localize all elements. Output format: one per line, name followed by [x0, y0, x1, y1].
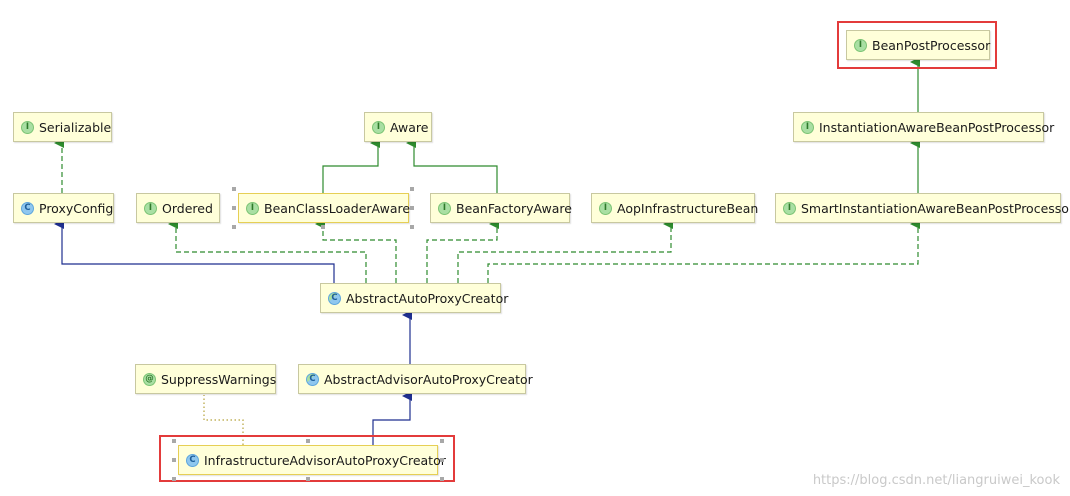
- node-label: Aware: [390, 119, 429, 135]
- node-label: AbstractAdvisorAutoProxyCreator: [324, 371, 533, 387]
- node-bean-post-processor[interactable]: I BeanPostProcessor: [846, 30, 990, 60]
- node-label: ProxyConfig: [39, 200, 114, 216]
- highlight-box-beanpostprocessor: [837, 21, 997, 69]
- node-abstract-advisor-auto-proxy-creator[interactable]: C AbstractAdvisorAutoProxyCreator: [298, 364, 533, 394]
- node-label: SuppressWarnings: [161, 371, 277, 387]
- node-proxy-config[interactable]: C ProxyConfig: [13, 193, 114, 223]
- class-icon: C: [21, 201, 34, 215]
- selection-handle[interactable]: [440, 458, 444, 462]
- node-label: SmartInstantiationAwareBeanPostProcessor: [801, 200, 1070, 216]
- interface-icon: I: [21, 120, 34, 134]
- node-label: BeanClassLoaderAware: [264, 200, 411, 216]
- selection-handle[interactable]: [440, 439, 444, 443]
- node-label: Ordered: [162, 200, 213, 216]
- node-label: AbstractAutoProxyCreator: [346, 290, 509, 306]
- watermark-text: https://blog.csdn.net/liangruiwei_kook: [812, 473, 1060, 488]
- node-label: BeanFactoryAware: [456, 200, 572, 216]
- interface-icon: I: [144, 201, 157, 215]
- node-label: Serializable: [39, 119, 112, 135]
- node-suppress-warnings[interactable]: @ SuppressWarnings: [135, 364, 276, 394]
- interface-icon: I: [783, 201, 796, 215]
- highlight-box-infrastructureadvisor: [159, 435, 455, 482]
- node-aware[interactable]: I Aware: [364, 112, 432, 142]
- interface-icon: I: [854, 38, 867, 52]
- node-label: InstantiationAwareBeanPostProcessor: [819, 119, 1055, 135]
- edge-abstractautoproxycreator-to-beanfactoryaware: [426, 219, 499, 283]
- annotation-icon: @: [143, 372, 156, 386]
- edge-beanfactoryaware-to-aware: [406, 138, 498, 193]
- node-serializable[interactable]: I Serializable: [13, 112, 112, 142]
- node-infrastructure-advisor-auto-proxy-creator[interactable]: C InfrastructureAdvisorAutoProxyCreator: [178, 445, 446, 475]
- interface-icon: I: [599, 201, 612, 215]
- selection-handle[interactable]: [172, 458, 176, 462]
- edge-abstractautoproxycreator-to-beanclassloaderaware: [315, 219, 397, 283]
- interface-icon: I: [801, 120, 814, 134]
- abstract-class-icon: C: [328, 291, 341, 305]
- selection-handle[interactable]: [410, 187, 414, 191]
- selection-handle[interactable]: [232, 187, 236, 191]
- interface-icon: I: [246, 201, 259, 215]
- selection-handle[interactable]: [410, 225, 414, 229]
- edge-abstractautoproxycreator-to-smartinstantiationaware: [487, 219, 920, 283]
- selection-handle[interactable]: [172, 439, 176, 443]
- edge-beanclassloaderaware-to-aware: [322, 138, 380, 193]
- edge-abstractautoproxycreator-to-proxyconfig: [54, 219, 335, 283]
- node-label: BeanPostProcessor: [872, 37, 991, 53]
- node-label: InfrastructureAdvisorAutoProxyCreator: [204, 452, 446, 468]
- node-ordered[interactable]: I Ordered: [136, 193, 220, 223]
- edge-infrastructureadvisor-to-suppresswarnings: [203, 395, 244, 445]
- selection-handle[interactable]: [321, 225, 325, 229]
- node-abstract-auto-proxy-creator[interactable]: C AbstractAutoProxyCreator: [320, 283, 508, 313]
- node-instantiation-aware-bean-post-processor[interactable]: I InstantiationAwareBeanPostProcessor: [793, 112, 1054, 142]
- node-bean-factory-aware[interactable]: I BeanFactoryAware: [430, 193, 572, 223]
- selection-handle[interactable]: [232, 206, 236, 210]
- interface-icon: I: [372, 120, 385, 134]
- selection-handle[interactable]: [410, 206, 414, 210]
- selection-handle[interactable]: [440, 477, 444, 481]
- edge-infrastructureadvisor-to-abstractadvisor: [372, 391, 412, 445]
- selection-handle[interactable]: [172, 477, 176, 481]
- node-label: AopInfrastructureBean: [617, 200, 759, 216]
- selection-handle[interactable]: [306, 439, 310, 443]
- edge-abstractautoproxycreator-to-aopinfrastructurebean: [457, 219, 673, 283]
- node-smart-instantiation-aware-bean-post-processor[interactable]: I SmartInstantiationAwareBeanPostProcess…: [775, 193, 1070, 223]
- edge-abstractautoproxycreator-to-ordered: [168, 219, 367, 283]
- node-aop-infrastructure-bean[interactable]: I AopInfrastructureBean: [591, 193, 759, 223]
- interface-icon: I: [438, 201, 451, 215]
- class-icon: C: [186, 453, 199, 467]
- selection-handle[interactable]: [306, 477, 310, 481]
- node-bean-class-loader-aware[interactable]: I BeanClassLoaderAware: [238, 193, 411, 223]
- abstract-class-icon: C: [306, 372, 319, 386]
- selection-handle[interactable]: [232, 225, 236, 229]
